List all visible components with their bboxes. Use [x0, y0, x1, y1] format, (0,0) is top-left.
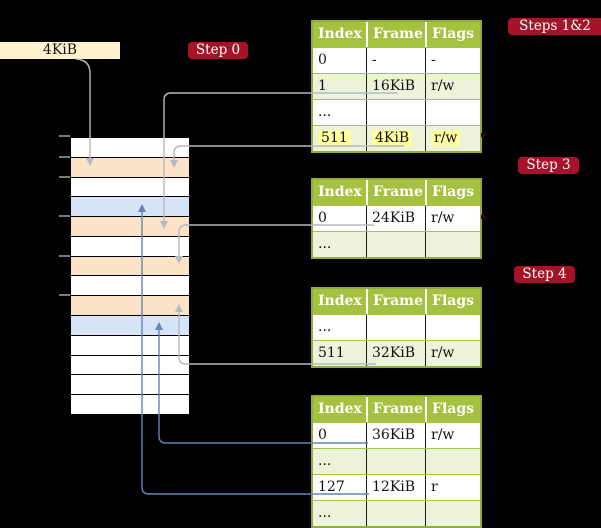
table-cell: [366, 449, 425, 474]
memory-frame-row-13: [71, 395, 189, 414]
column-header: Index: [318, 293, 362, 309]
badge-step-4: Step 4: [514, 266, 575, 283]
table-cell: ...: [318, 104, 332, 120]
memory-frame-row-0: [71, 138, 189, 158]
table-cell: 511: [313, 126, 366, 151]
table-cell: r/w: [425, 423, 480, 448]
table-row: ...: [313, 500, 480, 526]
table-cell: r/w: [425, 74, 480, 99]
row-pointer-mark: [481, 215, 486, 219]
memory-frame-row-11: [71, 355, 189, 376]
highlighted-value: 511: [318, 130, 351, 146]
table-cell: [366, 232, 425, 257]
memory-tick: [59, 176, 70, 178]
table-cell: r/w: [425, 126, 480, 151]
memory-tick: [59, 294, 70, 296]
table-cell: ...: [318, 319, 332, 335]
table-cell: [425, 232, 480, 257]
table-cell: -: [425, 48, 480, 73]
table-cell: ...: [318, 453, 332, 469]
table-cell: 511: [318, 345, 345, 361]
memory-tick: [59, 135, 70, 137]
table-row: 511 4KiB r/w: [313, 125, 480, 151]
table-cell: [366, 100, 425, 125]
table-cell: 32KiB: [366, 341, 425, 366]
table-cell: [366, 315, 425, 340]
table-cell: [425, 100, 480, 125]
memory-frame-row-9: [71, 316, 189, 336]
badge-step-0: Step 0: [188, 42, 248, 59]
table-cell: [425, 315, 480, 340]
column-header: Index: [318, 401, 362, 417]
highlighted-value: 4KiB: [372, 130, 413, 146]
column-header: Flags: [425, 22, 480, 47]
column-header: Index: [318, 184, 362, 200]
table-cell: 36KiB: [366, 423, 425, 448]
memory-tick: [59, 255, 70, 257]
memory-frame-row-5: [71, 236, 189, 257]
column-header: Frame: [366, 180, 425, 205]
badge-steps-1-2: Steps 1&2: [508, 18, 601, 35]
column-header: Frame: [366, 22, 425, 47]
table-cell: -: [366, 48, 425, 73]
memory-frame-row-6: [71, 256, 189, 277]
row-pointer-mark: [481, 133, 486, 137]
table-cell: 24KiB: [366, 206, 425, 231]
memory-frame-row-2: [71, 177, 189, 198]
highlighted-value: r/w: [431, 130, 461, 146]
column-header: Flags: [425, 289, 480, 314]
column-header: Frame: [366, 397, 425, 422]
column-header: Frame: [366, 289, 425, 314]
table-row: 0 --: [313, 47, 480, 73]
table-cell: 4KiB: [366, 126, 425, 151]
memory-frame-row-7: [71, 276, 189, 297]
page-size-label: 4KiB: [0, 42, 120, 59]
memory-column: [70, 137, 190, 415]
table-cell: r/w: [425, 206, 480, 231]
memory-frame-row-3: [71, 197, 189, 218]
table-cell: 127: [318, 479, 345, 495]
table-cell: 0: [318, 52, 327, 68]
table-row: ...: [313, 314, 480, 340]
column-header: Flags: [425, 397, 480, 422]
memory-frame-row-10: [71, 335, 189, 356]
memory-frame-row-8: [71, 296, 189, 317]
table-cell: r/w: [425, 341, 480, 366]
table-cell: [366, 501, 425, 526]
memory-frame-row-12: [71, 375, 189, 396]
table-row: ...: [313, 231, 480, 257]
column-header: Flags: [425, 180, 480, 205]
table-cell: ...: [318, 236, 332, 252]
column-header: Index: [318, 26, 362, 42]
table-cell: r: [425, 475, 480, 500]
table-row: ...: [313, 448, 480, 474]
table-cell: 0: [318, 210, 327, 226]
memory-frame-row-4: [71, 217, 189, 237]
table-cell: [425, 449, 480, 474]
table-cell: 12KiB: [366, 475, 425, 500]
table-cell: 0: [318, 427, 327, 443]
table-cell: ...: [318, 505, 332, 521]
memory-frame-row-1: [71, 157, 189, 178]
badge-step-3: Step 3: [518, 157, 579, 174]
table-row: ...: [313, 99, 480, 125]
table-cell: [425, 501, 480, 526]
table-cell: 16KiB: [366, 74, 425, 99]
memory-tick: [59, 215, 70, 217]
memory-tick: [59, 156, 70, 158]
table-cell: 1: [318, 78, 327, 94]
